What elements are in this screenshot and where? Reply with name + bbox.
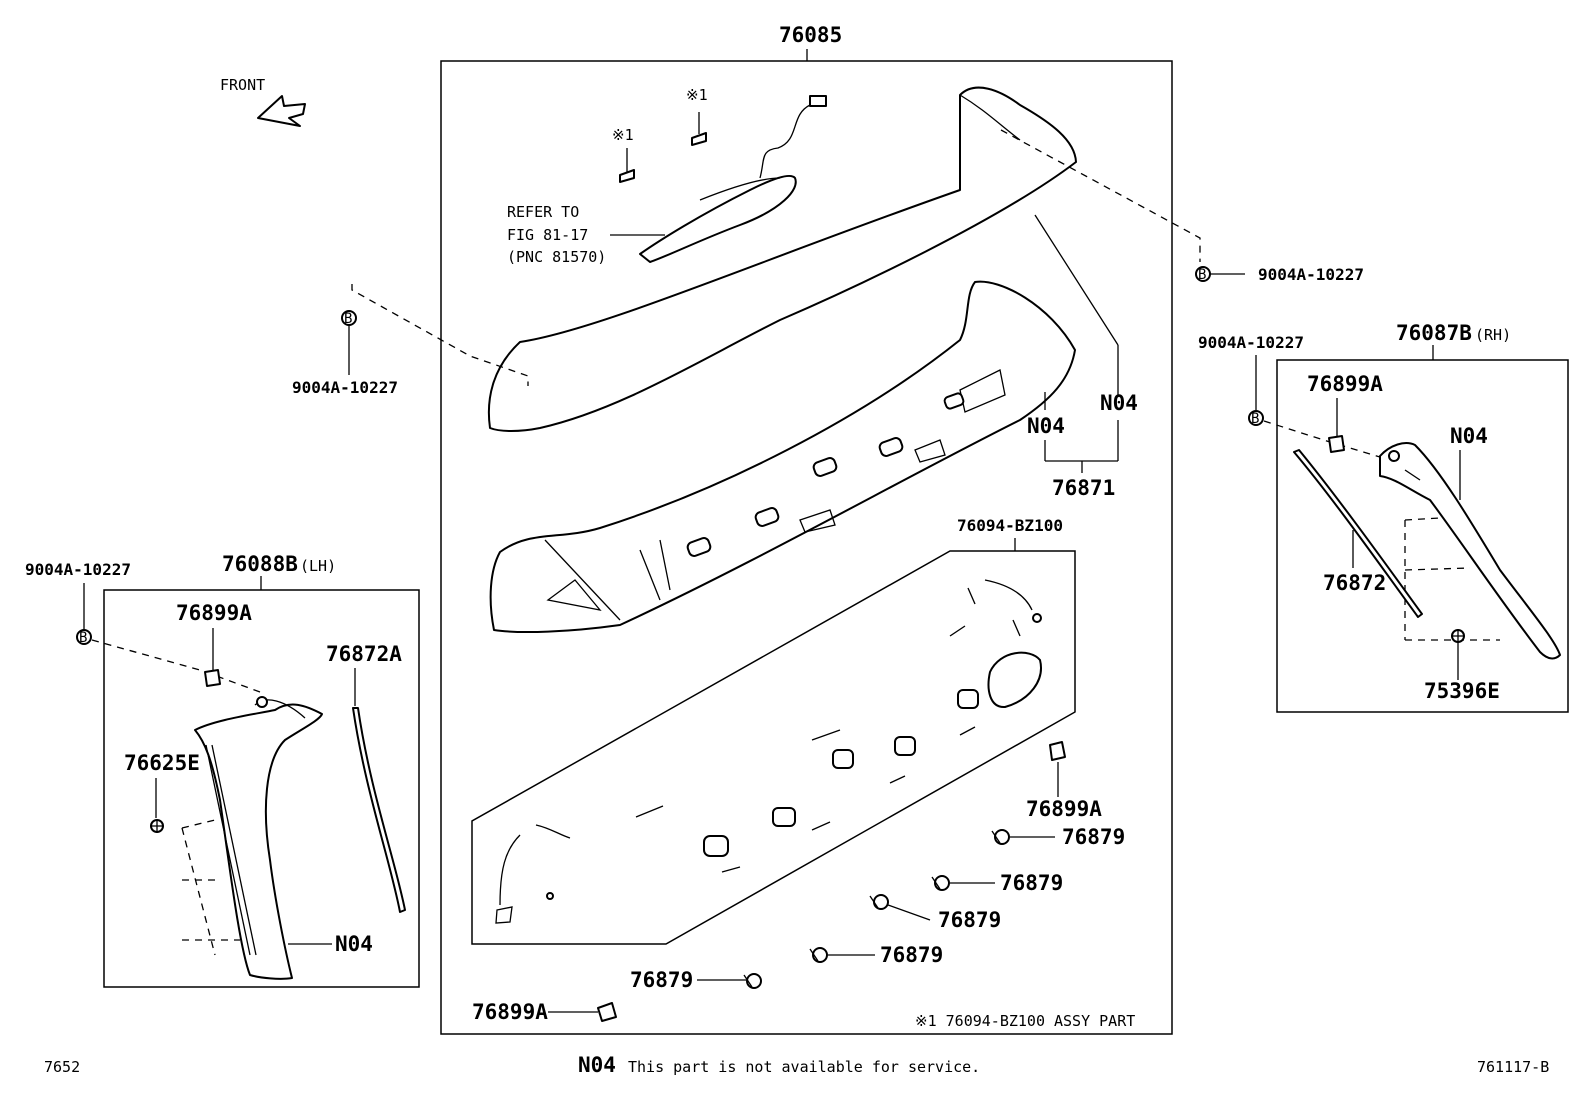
part-76088b-label: 76088B [222, 552, 298, 576]
screw-76625e-icon [150, 819, 164, 833]
lh-garnish-part [194, 696, 323, 980]
part-9004a-label-4: 9004A-10227 [1198, 333, 1304, 352]
part-76899a-label-a: 76899A [1026, 797, 1102, 821]
screw-75396e-icon [1451, 629, 1465, 643]
rh-molding-part [1293, 449, 1423, 618]
n04-label-a: N04 [1100, 391, 1138, 415]
fastener-icon-5 [743, 973, 762, 989]
n04-label-b: N04 [1027, 414, 1065, 438]
clip-2-icon [691, 112, 707, 146]
footer-n04: N04 [578, 1053, 616, 1077]
mark-1-b: ※1 [686, 86, 708, 104]
sub-assembly-parts [495, 579, 1042, 924]
fastener-icon-1 [991, 829, 1010, 845]
fastener-icon-2 [931, 875, 950, 891]
assy-note: ※1 76094-BZ100 ASSY PART [915, 1012, 1135, 1030]
part-76094-label: 76094-BZ100 [957, 516, 1063, 535]
clip-76899a-icon-a [1049, 741, 1066, 761]
footer-n04-text: This part is not available for service. [628, 1058, 980, 1076]
part-76879-label-5: 76879 [630, 968, 693, 992]
part-76085-label: 76085 [779, 23, 842, 47]
sub-assembly-box [471, 550, 1076, 945]
part-76625e-label: 76625E [124, 751, 200, 775]
front-label: FRONT [220, 76, 265, 94]
lh-molding-part [352, 707, 406, 913]
part-76879-label-3: 76879 [938, 908, 1001, 932]
rh-garnish-part [1379, 442, 1561, 660]
callout-b-1: B [344, 311, 352, 327]
part-75396e-label: 75396E [1424, 679, 1500, 703]
footer-left-code: 7652 [44, 1058, 80, 1076]
clip-76899a-icon-d [1328, 435, 1345, 453]
fastener-icon-4 [809, 947, 828, 963]
n04-label-d: N04 [1450, 424, 1488, 448]
part-76879-label-2: 76879 [1000, 871, 1063, 895]
part-76872a-label: 76872A [326, 642, 402, 666]
part-76899a-label-c: 76899A [176, 601, 252, 625]
part-9004a-label-3: 9004A-10227 [25, 560, 131, 579]
callout-b-3: B [79, 630, 87, 646]
callout-b-2: B [1198, 267, 1206, 283]
fastener-icon-3 [869, 894, 889, 910]
part-76087b-label: 76087B [1396, 321, 1472, 345]
lh-side-label: (LH) [300, 557, 336, 575]
clip-1-icon [619, 148, 635, 183]
part-9004a-label-1: 9004A-10227 [292, 378, 398, 397]
part-76899a-label-b: 76899A [472, 1000, 548, 1024]
footer-right-code: 761117-B [1477, 1058, 1549, 1076]
stop-lamp-part [639, 95, 827, 263]
part-9004a-label-2: 9004A-10227 [1258, 265, 1364, 284]
part-76879-label-1: 76879 [1062, 825, 1125, 849]
n04-label-c: N04 [335, 932, 373, 956]
spoiler-inner-part [489, 280, 1076, 634]
clip-76899a-icon-b [597, 1002, 617, 1022]
refer-line-3: (PNC 81570) [507, 248, 606, 266]
rh-assembly-box [1276, 359, 1569, 713]
part-76899a-label-d: 76899A [1307, 372, 1383, 396]
refer-line-2: FIG 81-17 [507, 226, 588, 244]
mark-1-a: ※1 [612, 126, 634, 144]
callout-b-4: B [1251, 411, 1259, 427]
spoiler-upper-part [487, 86, 1077, 432]
part-76871-label: 76871 [1052, 476, 1115, 500]
refer-line-1: REFER TO [507, 203, 579, 221]
rh-side-label: (RH) [1475, 326, 1511, 344]
part-76879-label-4: 76879 [880, 943, 943, 967]
front-arrow-icon [257, 95, 306, 127]
clip-76899a-icon-c [204, 669, 221, 687]
part-76872-label: 76872 [1323, 571, 1386, 595]
